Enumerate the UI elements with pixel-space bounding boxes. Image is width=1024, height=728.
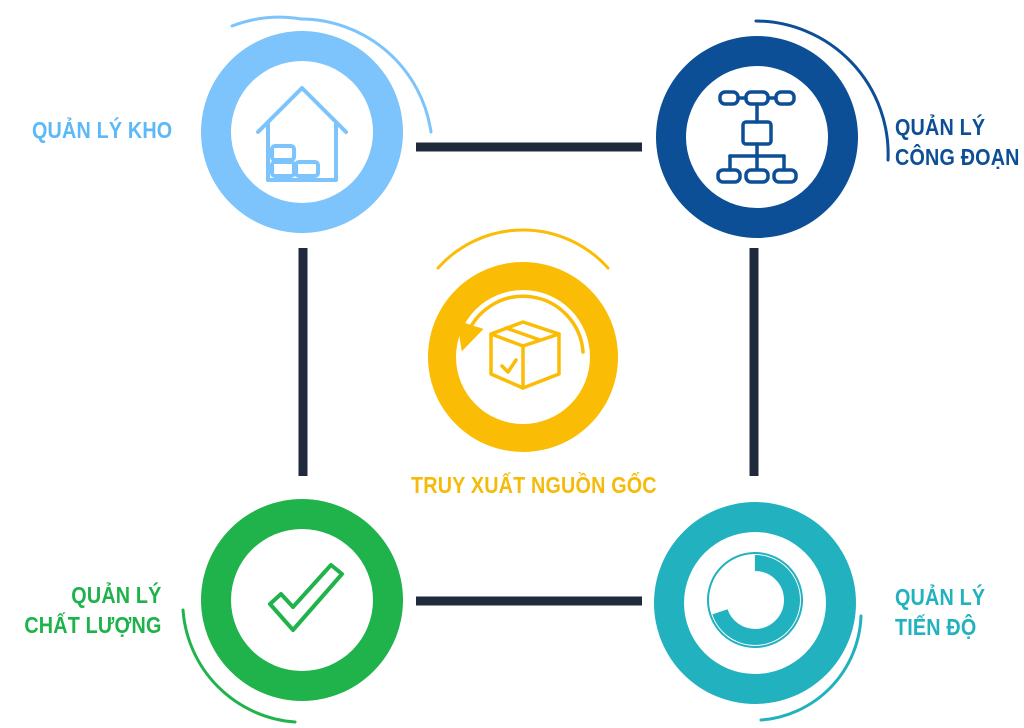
node-process: [656, 19, 890, 238]
label-process: QUẢN LÝ CÔNG ĐOẠN: [895, 112, 1020, 172]
node-core: [686, 66, 828, 208]
node-warehouse: [201, 15, 433, 233]
label-line: TRUY XUẤT NGUỒN GỐC: [411, 472, 657, 498]
node-progress: [654, 502, 863, 722]
node-trace: [428, 228, 618, 452]
label-line: CHẤT LƯỢNG: [24, 612, 162, 638]
label-progress: QUẢN LÝ TIẾN ĐỘ: [895, 582, 985, 642]
label-line: QUẢN LÝ: [895, 584, 986, 610]
node-core: [684, 532, 826, 674]
accent-arc: [754, 19, 890, 162]
label-trace: TRUY XUẤT NGUỒN GỐC: [411, 470, 657, 500]
label-quality: QUẢN LÝ CHẤT LƯỢNG: [25, 580, 162, 640]
connector-lines: [298, 142, 759, 606]
accent-arc: [181, 608, 297, 724]
warehouse-icon: [256, 86, 348, 182]
donut-progress-icon: [707, 552, 803, 648]
node-quality: [181, 499, 403, 724]
accent-arc: [230, 15, 303, 28]
box-cycle-icon: [456, 294, 585, 390]
label-warehouse: QUẢN LÝ KHO: [32, 115, 172, 145]
label-line: TIẾN ĐỘ: [895, 614, 977, 640]
label-line: QUẢN LÝ: [71, 582, 162, 608]
label-line: QUẢN LÝ KHO: [32, 117, 173, 143]
flowchart-icon: [716, 90, 798, 184]
label-line: QUẢN LÝ: [895, 114, 986, 140]
label-line: CÔNG ĐOẠN: [895, 144, 1020, 170]
accent-arc: [759, 614, 863, 722]
accent-arc: [299, 17, 433, 134]
checkmark-icon: [268, 563, 344, 632]
accent-arc: [436, 228, 610, 270]
